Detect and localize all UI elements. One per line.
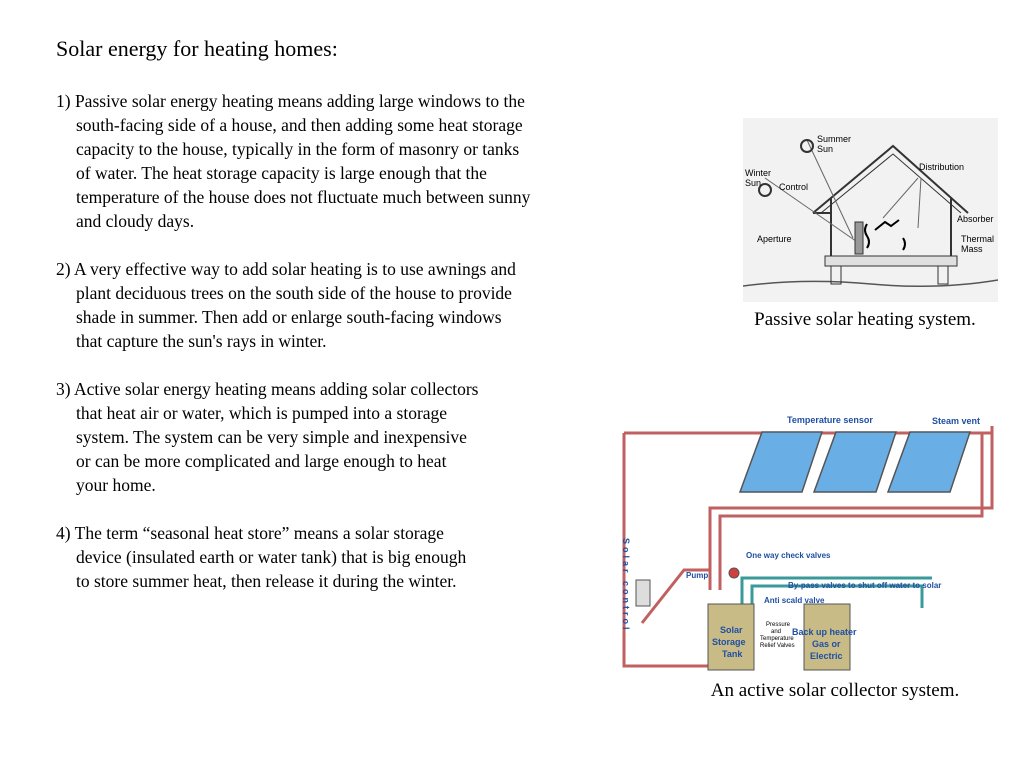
label-winter-sun: Winter (745, 168, 771, 178)
label-winter-sun: Sun (745, 178, 761, 188)
label-temperature-sensor: Temperature sensor (787, 415, 873, 425)
paragraph-line: and cloudy days. (76, 211, 195, 231)
label-relief-valves: Relief Valves (760, 643, 795, 649)
passive-solar-diagram: Summer Sun Winter Sun Control Distributi… (742, 118, 999, 302)
label-summer-sun: Sun (817, 144, 833, 154)
label-storage-tank: Solar (720, 625, 743, 635)
active-solar-diagram: Temperature sensor Steam vent One way ch… (612, 408, 1002, 676)
paragraph-line: shade in summer. Then add or enlarge sou… (76, 307, 502, 327)
paragraph-line: that heat air or water, which is pumped … (76, 403, 448, 423)
page-title: Solar energy for heating homes: (56, 36, 338, 61)
label-storage-tank: Storage (712, 637, 746, 647)
label-solar-control: Solar control (621, 538, 631, 633)
label-relief-valves: Pressure (766, 622, 791, 628)
label-thermal-mass: Mass (961, 244, 983, 254)
label-thermal-mass: Thermal (961, 234, 994, 244)
paragraph-seasonal: 4) The term “seasonal heat store” means … (56, 521, 466, 593)
caption-active: An active solar collector system. (710, 680, 960, 701)
paragraph-passive: 1) Passive solar energy heating means ad… (56, 89, 530, 233)
paragraph-line: of water. The heat storage capacity is l… (76, 163, 487, 183)
paragraph-line: 2) A very effective way to add solar hea… (56, 259, 516, 279)
label-distribution: Distribution (919, 162, 964, 172)
label-absorber: Absorber (957, 214, 994, 224)
label-aperture: Aperture (757, 234, 792, 244)
summer-sun-icon (800, 139, 814, 153)
label-relief-valves: and (771, 629, 781, 635)
label-backup-heater: Gas or (812, 639, 841, 649)
label-anti-scald: Anti scald valve (764, 596, 825, 605)
label-one-way-valves: One way check valves (746, 551, 831, 560)
label-backup-heater: Back up heater (792, 627, 857, 637)
winter-sun-icon (758, 183, 772, 197)
label-control: Control (779, 182, 808, 192)
paragraph-line: capacity to the house, typically in the … (76, 139, 520, 159)
paragraph-line: or can be more complicated and large eno… (76, 451, 447, 471)
label-bypass-valves: By-pass valves to shut off water to sola… (788, 581, 941, 590)
paragraph-line: device (insulated earth or water tank) t… (76, 547, 467, 567)
label-steam-vent: Steam vent (932, 416, 980, 426)
label-storage-tank: Tank (722, 649, 743, 659)
label-backup-heater: Electric (810, 651, 843, 661)
label-relief-valves: Temperature (760, 636, 794, 642)
paragraph-line: 1) Passive solar energy heating means ad… (56, 91, 525, 111)
paragraph-line: plant deciduous trees on the south side … (76, 283, 512, 303)
paragraph-line: 3) Active solar energy heating means add… (56, 379, 479, 399)
caption-passive: Passive solar heating system. (754, 309, 976, 330)
paragraph-line: that capture the sun's rays in winter. (76, 331, 327, 351)
pump-icon (728, 567, 740, 579)
paragraph-line: south-facing side of a house, and then a… (76, 115, 523, 135)
paragraph-awnings: 2) A very effective way to add solar hea… (56, 257, 516, 353)
paragraph-line: temperature of the house does not fluctu… (76, 187, 531, 207)
paragraph-line: 4) The term “seasonal heat store” means … (56, 523, 444, 543)
label-pump: Pump (686, 571, 708, 580)
paragraph-line: to store summer heat, then release it du… (76, 571, 457, 591)
paragraph-line: system. The system can be very simple an… (76, 427, 467, 447)
paragraph-active: 3) Active solar energy heating means add… (56, 377, 478, 497)
paragraph-line: your home. (76, 475, 156, 495)
label-summer-sun: Summer (817, 134, 851, 144)
